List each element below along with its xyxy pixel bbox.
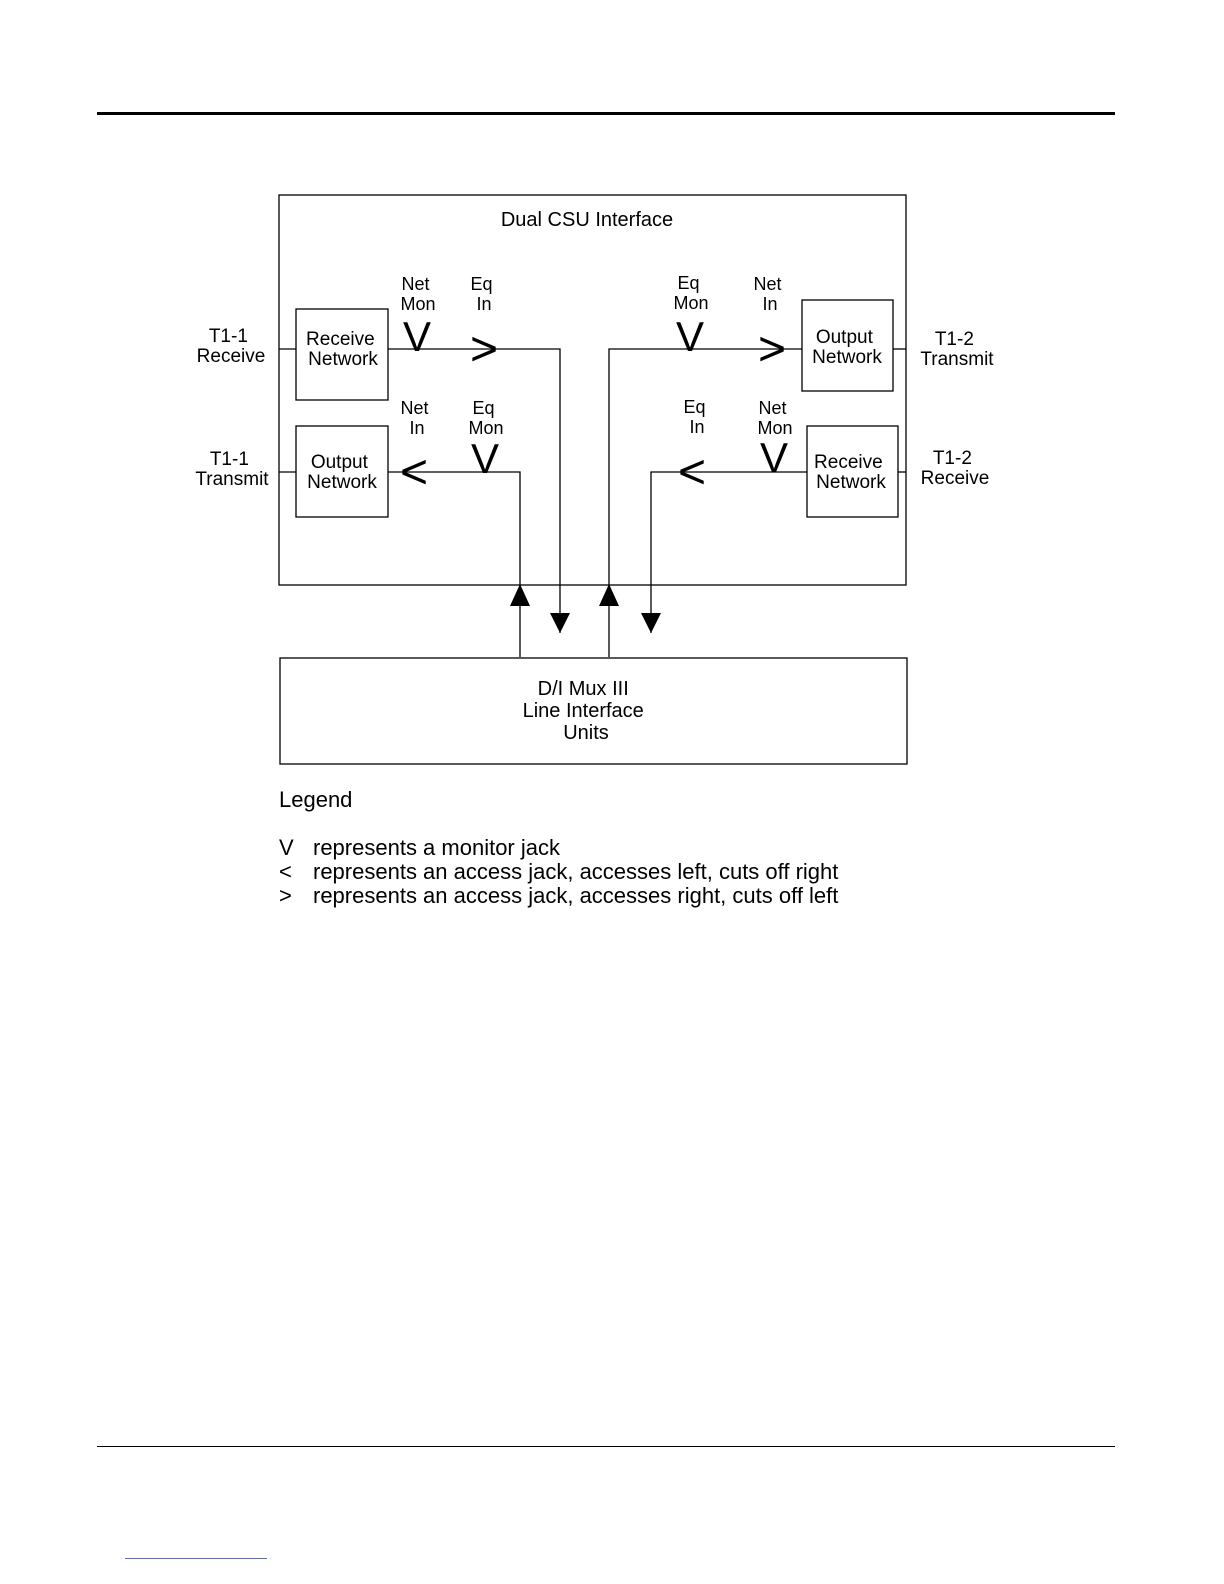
path-t1-2-receive-to-mux bbox=[641, 471, 807, 633]
csu-interface-title: Dual CSU Interface bbox=[501, 209, 673, 231]
t1-2-transmit-label: T1-2 Transmit bbox=[920, 329, 994, 370]
receive-network-left-box bbox=[295, 308, 389, 401]
jack-net-mon-top-left-symbol: V bbox=[403, 313, 431, 360]
jack-eq-in-top-left-label: Eq In bbox=[470, 274, 497, 314]
legend-symbol: V bbox=[279, 835, 294, 860]
legend-item-access-left: < represents an access jack, accesses lef… bbox=[279, 860, 838, 884]
header-rule bbox=[97, 112, 1115, 115]
jack-eq-mon-top-right-symbol: V bbox=[676, 313, 704, 360]
output-network-left-label: Output Network bbox=[307, 452, 377, 493]
output-network-right-box bbox=[801, 299, 894, 392]
jack-eq-in-bottom-right-label: Eq In bbox=[683, 397, 710, 437]
jack-eq-mon-bottom-left-symbol: V bbox=[471, 435, 499, 482]
jack-net-in-top-right-symbol: > bbox=[758, 323, 786, 376]
jack-net-in-bottom-left-symbol: < bbox=[400, 446, 428, 499]
legend-text: represents a monitor jack bbox=[313, 835, 560, 860]
legend-title: Legend bbox=[279, 787, 353, 812]
legend-item-access-right: > represents an access jack, accesses rig… bbox=[279, 884, 838, 908]
jack-eq-in-bottom-right-symbol: < bbox=[678, 446, 706, 499]
legend-symbol: > bbox=[279, 883, 292, 908]
jack-eq-in-top-left-symbol: > bbox=[470, 323, 498, 376]
t1-1-receive-label: T1-1 Receive bbox=[197, 326, 266, 367]
legend-symbol: < bbox=[279, 859, 292, 884]
mux-line-interface-box bbox=[279, 657, 908, 765]
path-t1-1-receive-to-mux bbox=[388, 348, 570, 633]
output-network-right-label: Output Network bbox=[812, 327, 882, 368]
footer-rule bbox=[97, 1446, 1115, 1447]
jack-net-mon-top-left-label: Net Mon bbox=[400, 274, 435, 314]
jack-net-mon-bottom-right-symbol: V bbox=[760, 434, 788, 481]
jack-eq-mon-bottom-left-label: Eq Mon bbox=[468, 398, 503, 438]
mux-line-interface-label: D/I Mux III Line Interface Units bbox=[523, 678, 650, 744]
legend-text: represents an access jack, accesses righ… bbox=[313, 883, 839, 908]
path-mux-to-t1-1-transmit bbox=[388, 471, 521, 657]
t1-2-receive-label: T1-2 Receive bbox=[921, 448, 990, 489]
csu-block-diagram: Dual CSU Interface Receive Network Outpu… bbox=[195, 194, 994, 765]
jack-eq-mon-top-right-label: Eq Mon bbox=[673, 273, 708, 313]
receive-network-right-label: Receive Network bbox=[814, 452, 888, 493]
path-mux-to-t1-2-transmit bbox=[608, 348, 802, 657]
jack-net-in-bottom-left-label: Net In bbox=[400, 398, 433, 438]
arrow-up-t1-1-transmit bbox=[510, 584, 530, 606]
csu-interface-box bbox=[278, 194, 907, 586]
footer-link-underline[interactable] bbox=[125, 1558, 267, 1559]
arrow-up-t1-2-transmit bbox=[599, 584, 619, 606]
t1-1-transmit-label: T1-1 Transmit bbox=[195, 449, 269, 490]
jack-net-in-top-right-label: Net In bbox=[753, 274, 786, 314]
receive-network-left-label: Receive Network bbox=[306, 329, 380, 370]
jack-net-mon-bottom-right-label: Net Mon bbox=[757, 398, 792, 438]
legend-text: represents an access jack, accesses left… bbox=[313, 859, 839, 884]
